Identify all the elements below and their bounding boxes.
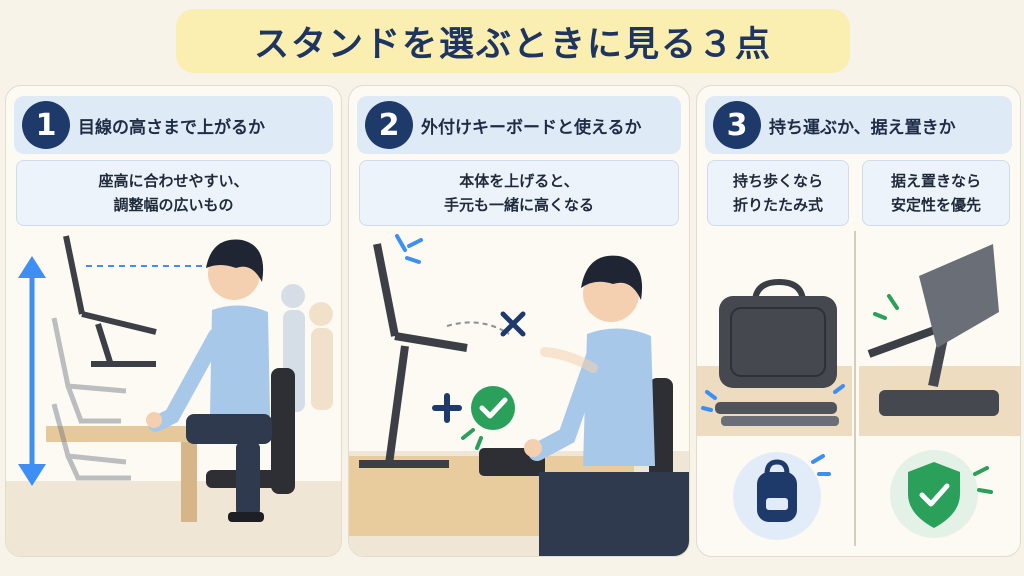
option-line: 折りたたみ式	[732, 196, 823, 214]
height-arrow-icon	[18, 256, 46, 486]
point-card-1: 1 目線の高さまで上がるか 座高に合わせやすい、 調整幅の広いもの	[5, 85, 342, 557]
seated-person	[524, 255, 689, 556]
option-line: 持ち歩くなら	[732, 172, 823, 190]
detail-line: 本体を上げると、	[459, 172, 579, 190]
eye-level-illustration	[6, 235, 341, 556]
detail-line: 調整幅の広いもの	[113, 196, 234, 214]
detail-line: 座高に合わせやすい、	[98, 172, 249, 190]
title-banner: スタンドを選ぶときに見る３点	[176, 9, 850, 73]
cross-icon	[500, 311, 526, 337]
point-header-1: 1 目線の高さまで上がるか	[14, 96, 333, 154]
laptop-stand	[63, 235, 157, 367]
point-number-badge-3: 3	[713, 101, 761, 149]
point-heading-1: 目線の高さまで上がるか	[78, 117, 265, 138]
option-portable: 持ち歩くなら 折りたたみ式	[707, 160, 849, 226]
option-line: 安定性を優先	[890, 196, 981, 214]
point-card-2: 2 外付けキーボードと使えるか 本体を上げると、 手元も一緒に高くなる	[348, 85, 690, 557]
portable-vs-stationary-illustration	[697, 231, 1020, 546]
backpack-icon	[733, 452, 821, 540]
point-detail-1: 座高に合わせやすい、 調整幅の広いもの	[16, 160, 331, 226]
point-card-3: 3 持ち運ぶか、据え置きか 持ち歩くなら 折りたたみ式 据え置きなら 安定性を優…	[696, 85, 1021, 557]
folded-stand	[715, 402, 837, 414]
stationary-stand	[867, 244, 999, 416]
option-line: 据え置きなら	[890, 172, 981, 190]
point-heading-2: 外付けキーボードと使えるか	[421, 117, 642, 138]
point-number-badge-2: 2	[365, 101, 413, 149]
point-detail-2: 本体を上げると、 手元も一緒に高くなる	[359, 160, 679, 226]
option-stationary: 据え置きなら 安定性を優先	[862, 160, 1010, 226]
laptop-stand	[359, 243, 468, 468]
external-keyboard-illustration	[349, 234, 689, 556]
detail-line: 手元も一緒に高くなる	[443, 196, 594, 214]
point-heading-3: 持ち運ぶか、据え置きか	[769, 117, 956, 138]
shield-check-icon	[890, 450, 978, 538]
plus-icon	[432, 393, 462, 423]
check-icon	[471, 386, 515, 430]
point-header-3: 3 持ち運ぶか、据え置きか	[705, 96, 1012, 154]
carry-bag	[719, 278, 837, 388]
page-title: スタンドを選ぶときに見る３点	[253, 24, 772, 65]
point-header-2: 2 外付けキーボードと使えるか	[357, 96, 681, 154]
point-number-badge-1: 1	[22, 101, 70, 149]
seated-person	[146, 239, 272, 522]
